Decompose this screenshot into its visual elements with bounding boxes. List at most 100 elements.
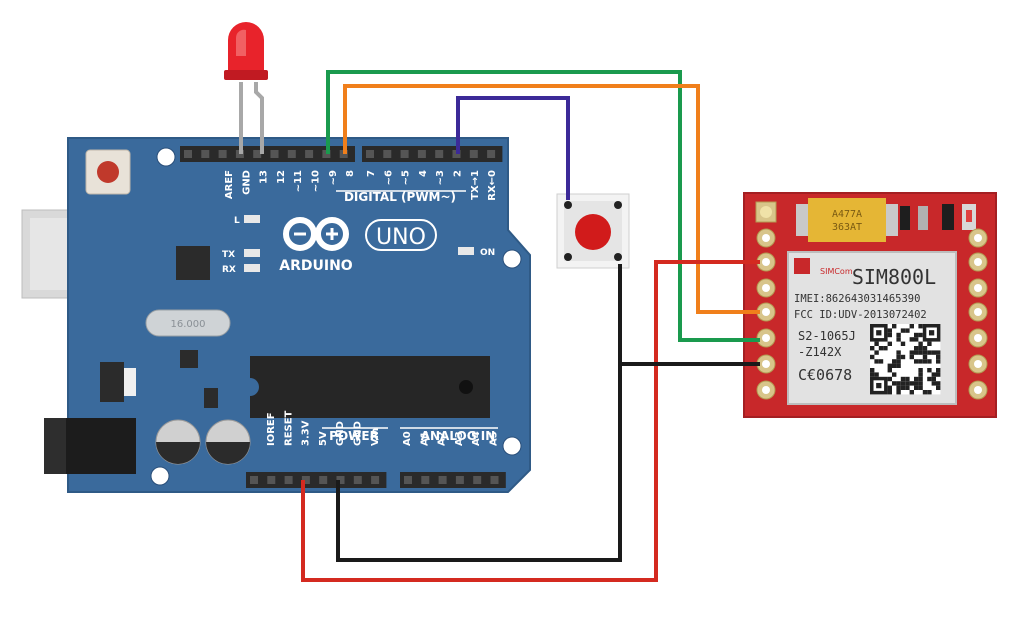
header-pin[interactable]	[383, 150, 392, 158]
mounting-hole	[502, 436, 522, 456]
mounting-hole	[502, 249, 522, 269]
header-pin[interactable]	[421, 476, 430, 484]
qr-cell	[927, 350, 932, 355]
header-pin[interactable]	[201, 150, 210, 158]
qr-cell	[905, 328, 910, 333]
sim-pins-right	[968, 228, 988, 400]
pin-label: 8	[345, 170, 356, 177]
qr-cell	[900, 354, 906, 360]
qr-cell	[931, 376, 936, 382]
qr-cell	[918, 332, 923, 338]
atmega328-chip	[250, 356, 490, 418]
qr-cell	[870, 354, 875, 360]
pin-label: A3	[454, 431, 465, 446]
push-button[interactable]	[556, 193, 630, 269]
header-pin[interactable]	[270, 150, 279, 158]
header-pin[interactable]	[336, 476, 345, 484]
header-pin[interactable]	[400, 150, 409, 158]
qr-cell	[922, 346, 928, 351]
wire-black	[336, 264, 622, 562]
pin-label: ~6	[383, 170, 394, 185]
header-pin[interactable]	[417, 150, 426, 158]
header-pin[interactable]	[305, 150, 314, 158]
header-pin[interactable]	[455, 476, 464, 484]
qr-cell	[918, 381, 923, 386]
qr-cell	[909, 350, 914, 355]
qr-cell	[900, 328, 906, 333]
qr-cell	[914, 381, 919, 386]
header-pin[interactable]	[404, 476, 412, 484]
qr-cell	[874, 359, 879, 364]
qr-cell	[936, 372, 941, 377]
qr-cell	[927, 376, 932, 382]
header-pin[interactable]	[435, 150, 444, 158]
header-pin[interactable]	[218, 150, 227, 158]
crystal: 16.000	[145, 309, 231, 337]
pin-label: A5	[489, 431, 500, 446]
qr-cell	[870, 368, 875, 373]
pin-label: 13	[259, 170, 270, 184]
header-pin[interactable]	[490, 476, 499, 484]
header-pin[interactable]	[469, 150, 478, 158]
qr-cell	[914, 332, 919, 338]
header-pin[interactable]	[287, 150, 296, 158]
wire-orange	[343, 84, 760, 314]
header-pin[interactable]	[284, 476, 293, 484]
qr-cell	[922, 390, 928, 395]
pin-label: A1	[419, 431, 430, 446]
header-pin[interactable]	[353, 476, 362, 484]
qr-cell	[936, 354, 941, 360]
sim-pin-hole	[974, 308, 982, 316]
pin-label: ~9	[328, 170, 339, 185]
qr-cell	[870, 372, 875, 377]
qr-cell	[874, 350, 879, 355]
qr-cell	[918, 346, 923, 351]
led-on: ON	[458, 247, 495, 258]
qr-cell	[936, 350, 941, 355]
sim-pin-hole	[762, 234, 770, 242]
qr-cell	[900, 381, 906, 386]
sim-pin-hole	[974, 284, 982, 292]
header-body	[400, 472, 506, 488]
qr-cell	[918, 341, 923, 346]
header-pin[interactable]	[184, 150, 192, 158]
pin-label: GND	[353, 421, 364, 446]
header-pin[interactable]	[438, 476, 447, 484]
header-pin[interactable]	[301, 476, 310, 484]
qr-cell	[914, 359, 919, 364]
header-pin[interactable]	[473, 476, 482, 484]
capacitor	[155, 419, 201, 465]
qr-cell	[931, 350, 936, 355]
pin-label: ~11	[293, 170, 304, 192]
qr-cell	[914, 350, 919, 355]
power-jack	[44, 418, 136, 474]
pin-label: A0	[402, 431, 413, 446]
header-pin[interactable]	[267, 476, 276, 484]
pin-label: 7	[366, 170, 377, 177]
header-pin[interactable]	[487, 150, 496, 158]
qr-cell	[918, 368, 923, 373]
qr-cell	[900, 341, 906, 346]
reset-button[interactable]	[85, 149, 131, 195]
pin-label: TX→1	[470, 170, 481, 200]
imei-text: IMEI:862643031465390	[794, 293, 920, 305]
push-button-cap[interactable]	[575, 214, 611, 250]
qr-cell	[909, 381, 914, 386]
pin-label: RESET	[283, 410, 294, 446]
header-pin[interactable]	[366, 150, 374, 158]
model-line1: S2-1065J	[798, 329, 856, 343]
header-pin[interactable]	[253, 150, 262, 158]
fcc-text: FCC ID:UDV-2013072402	[794, 309, 927, 321]
svg-text:363AT: 363AT	[832, 222, 862, 233]
wire-green	[326, 70, 760, 342]
model-line2: -Z142X	[798, 345, 842, 359]
header-pin[interactable]	[250, 476, 258, 484]
smd-capacitor	[918, 206, 928, 230]
qr-cell	[887, 341, 892, 346]
pin-label: 5V	[318, 431, 329, 446]
qr-finder-core	[876, 330, 882, 336]
header-pin[interactable]	[319, 476, 328, 484]
header-pin[interactable]	[371, 476, 380, 484]
